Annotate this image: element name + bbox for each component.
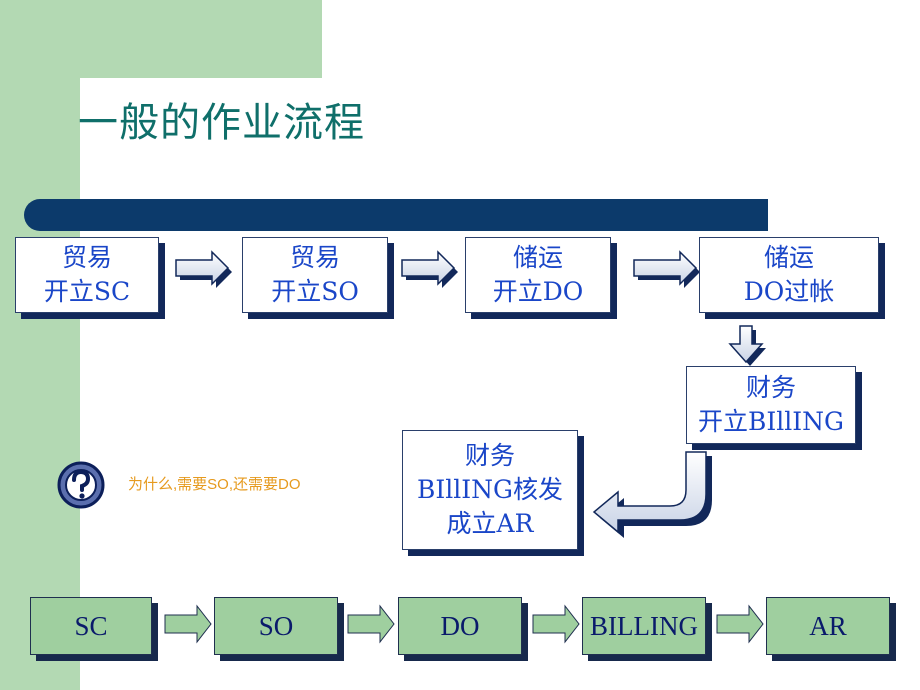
- flow-box-line2: BIllING核发: [417, 475, 563, 504]
- bottom-box-so: SO: [214, 597, 338, 655]
- arrow-right-icon: [175, 250, 232, 288]
- arrow-right-icon: [347, 604, 395, 644]
- flow-box-line1: 贸易: [289, 243, 340, 272]
- flow-box-storage-do: 储运 开立DO: [465, 237, 611, 313]
- slide-title: 一般的作业流程: [78, 100, 365, 146]
- flow-box-line1: 贸易: [61, 243, 112, 272]
- flow-box-line2: 开立BIllING: [698, 407, 844, 436]
- flow-box-line1: 储运: [763, 243, 814, 272]
- flow-box-line1: 财务: [745, 373, 796, 402]
- arrow-right-icon: [164, 604, 212, 644]
- flow-box-line3: 成立AR: [446, 509, 534, 538]
- flow-box-line2: 开立DO: [492, 277, 584, 306]
- arrow-right-icon: [532, 604, 580, 644]
- flow-box-line2: DO过帐: [743, 277, 835, 306]
- flow-box-line2: 开立SC: [43, 277, 131, 306]
- green-left-band: [0, 0, 80, 690]
- question-note: 为什么,需要SO,还需要DO: [128, 476, 301, 493]
- title-underline-bar: [24, 199, 768, 231]
- arrow-right-icon: [401, 250, 458, 288]
- arrow-right-icon: [633, 250, 700, 288]
- bottom-box-billing: BILLING: [582, 597, 706, 655]
- arrow-curved-left-icon: [592, 451, 712, 538]
- flow-box-line1: 储运: [512, 243, 563, 272]
- flow-box-trade-so: 贸易 开立SO: [242, 237, 388, 313]
- flow-box-finance-billing: 财务 开立BIllING: [686, 366, 856, 444]
- arrow-right-icon: [716, 604, 764, 644]
- bottom-box-sc: SC: [30, 597, 152, 655]
- bottom-box-ar: AR: [766, 597, 890, 655]
- flow-box-finance-ar: 财务 BIllING核发 成立AR: [402, 430, 578, 550]
- flow-box-line1: 财务: [464, 441, 515, 470]
- bottom-box-do: DO: [398, 597, 522, 655]
- question-icon: [57, 461, 105, 509]
- flow-box-line2: 开立SO: [271, 277, 359, 306]
- arrow-down-icon: [728, 325, 766, 366]
- flow-box-storage-do-posting: 储运 DO过帐: [699, 237, 879, 313]
- flow-box-trade-sc: 贸易 开立SC: [15, 237, 159, 313]
